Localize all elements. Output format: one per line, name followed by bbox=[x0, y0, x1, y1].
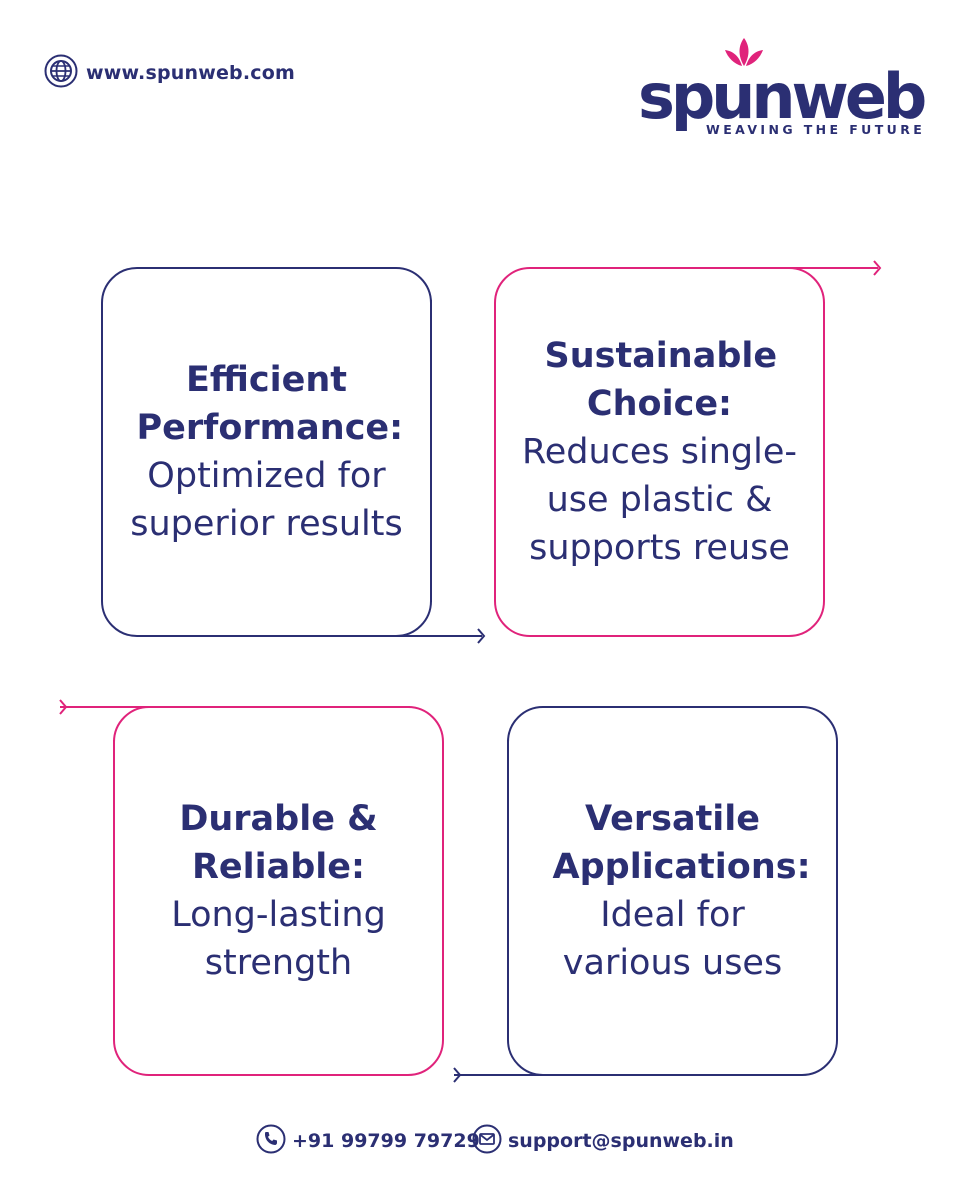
email-contact[interactable]: support@spunweb.in bbox=[472, 1124, 734, 1158]
feature-body: Long-lasting strength bbox=[171, 895, 386, 983]
globe-icon bbox=[44, 54, 78, 92]
feature-card-versatile-applications: Versatile Applications: Ideal for variou… bbox=[507, 706, 838, 1076]
email-address: support@spunweb.in bbox=[508, 1130, 734, 1152]
lotus-icon bbox=[725, 38, 763, 66]
arrowhead-c4 bbox=[453, 1067, 462, 1083]
phone-contact[interactable]: +91 99799 79729 bbox=[256, 1124, 480, 1158]
feature-body: Ideal for various uses bbox=[562, 895, 783, 983]
feature-card-durable-reliable: Durable & Reliable: Long-lasting strengt… bbox=[113, 706, 444, 1076]
brand-logo: spunweb WEAVING THE FUTURE bbox=[630, 36, 930, 146]
phone-icon bbox=[256, 1124, 286, 1158]
arrowhead-c1 bbox=[477, 628, 486, 644]
phone-number: +91 99799 79729 bbox=[292, 1130, 480, 1152]
feature-title: Versatile Applications: bbox=[552, 799, 811, 887]
feature-title: Efficient Performance: bbox=[136, 360, 404, 448]
feature-body: Reduces single-use plastic & supports re… bbox=[521, 432, 798, 568]
mail-icon bbox=[472, 1124, 502, 1158]
feature-card-efficient-performance: Efficient Performance: Optimized for sup… bbox=[101, 267, 432, 637]
logo-wordmark: spunweb bbox=[638, 60, 927, 133]
arrowhead-c2 bbox=[873, 260, 882, 276]
logo-tagline: WEAVING THE FUTURE bbox=[706, 122, 926, 137]
website-link[interactable]: www.spunweb.com bbox=[44, 54, 295, 92]
feature-body: Optimized for superior results bbox=[130, 456, 403, 544]
feature-title: Durable & Reliable: bbox=[179, 799, 378, 887]
feature-card-sustainable-choice: Sustainable Choice: Reduces single-use p… bbox=[494, 267, 825, 637]
arrowhead-c3 bbox=[59, 699, 68, 715]
feature-title: Sustainable Choice: bbox=[544, 336, 778, 424]
website-text: www.spunweb.com bbox=[86, 62, 295, 84]
